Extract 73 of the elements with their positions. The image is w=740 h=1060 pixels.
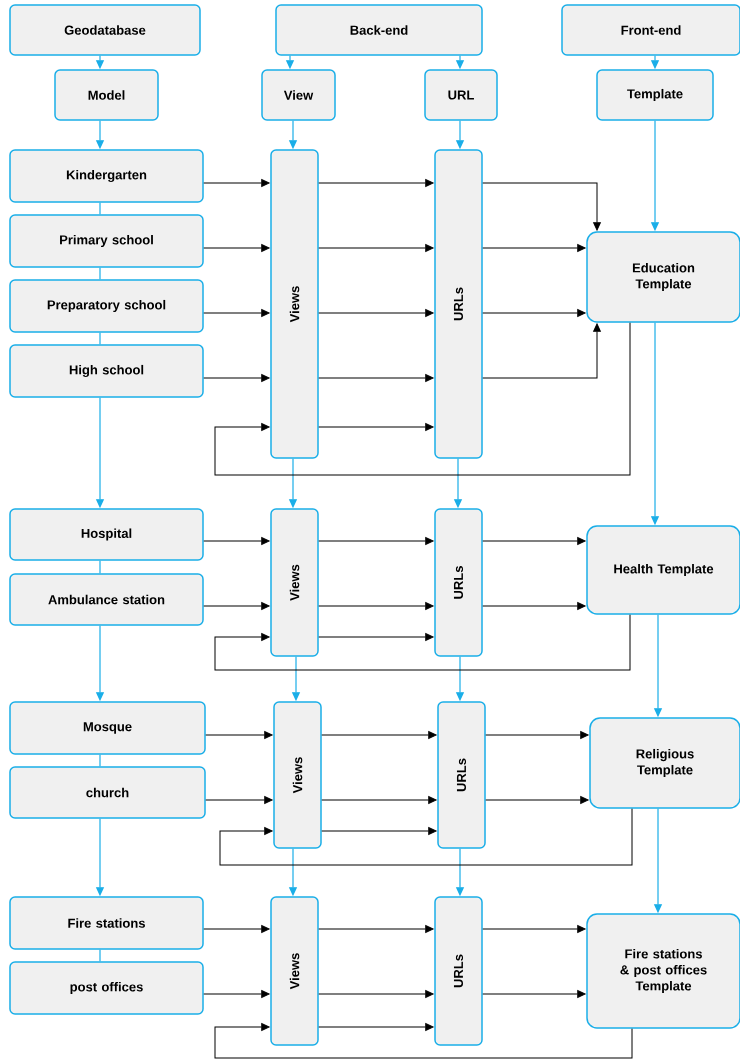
arrow <box>321 731 437 739</box>
arrow <box>318 925 434 933</box>
template-box: Education Template <box>586 231 740 323</box>
arrow <box>482 244 586 252</box>
arrow <box>482 537 586 545</box>
arrow <box>318 537 434 545</box>
arrow <box>485 796 589 804</box>
arrow <box>318 602 434 610</box>
arrow <box>482 925 586 933</box>
arrow <box>321 796 437 804</box>
process-box: Preparatory school <box>9 279 204 333</box>
arrow <box>203 602 270 610</box>
arrow <box>318 423 434 431</box>
arrow <box>203 925 270 933</box>
process-bar: Views <box>273 701 322 849</box>
connector-line <box>99 202 101 215</box>
arrow <box>203 309 270 317</box>
arrow <box>214 322 631 476</box>
arrow <box>482 602 586 610</box>
connector-line <box>99 949 101 962</box>
arrow <box>482 309 586 317</box>
arrow <box>203 179 270 187</box>
arrow <box>203 244 270 252</box>
process-box: High school <box>9 344 204 398</box>
process-box: Hospital <box>9 508 204 561</box>
process-bar: Views <box>270 896 319 1046</box>
process-box: Model <box>54 69 159 121</box>
arrow <box>485 731 589 739</box>
connector-line <box>99 332 101 345</box>
arrow <box>482 182 601 231</box>
process-box: View <box>261 69 336 121</box>
process-bar: URLs <box>434 896 483 1046</box>
arrow <box>318 244 434 252</box>
arrow <box>205 796 273 804</box>
arrow <box>318 179 434 187</box>
process-box: post offices <box>9 961 204 1015</box>
process-box: Back-end <box>275 4 483 56</box>
template-box: Fire stations & post offices Template <box>586 913 740 1029</box>
arrow <box>203 537 270 545</box>
arrow <box>318 374 434 382</box>
process-box: Template <box>596 69 714 121</box>
arrow <box>318 309 434 317</box>
template-box: Health Template <box>586 525 740 615</box>
arrow <box>482 323 601 379</box>
process-bar: Views <box>270 149 319 459</box>
process-box: URL <box>424 69 498 121</box>
connector-line <box>99 560 101 574</box>
arrow <box>203 990 270 998</box>
connector-line <box>99 267 101 280</box>
process-box: Fire stations <box>9 896 204 950</box>
process-bar: URLs <box>434 149 483 459</box>
connector-line <box>99 754 101 767</box>
arrow <box>318 1023 434 1031</box>
process-box: Front-end <box>561 4 740 56</box>
arrow <box>482 990 586 998</box>
arrow <box>214 1023 633 1059</box>
process-box: Geodatabase <box>9 4 201 56</box>
arrow <box>318 633 434 641</box>
process-bar: URLs <box>437 701 486 849</box>
process-box: church <box>9 766 206 819</box>
arrow <box>203 374 270 382</box>
arrow <box>205 731 273 739</box>
process-box: Kindergarten <box>9 149 204 203</box>
template-box: Religious Template <box>589 717 740 809</box>
arrow <box>219 808 633 866</box>
arrow <box>321 827 437 835</box>
process-box: Primary school <box>9 214 204 268</box>
process-bar: Views <box>270 508 319 657</box>
process-bar: URLs <box>434 508 483 657</box>
process-box: Ambulance station <box>9 573 204 626</box>
arrow <box>214 614 631 671</box>
process-box: Mosque <box>9 701 206 755</box>
arrow <box>318 990 434 998</box>
